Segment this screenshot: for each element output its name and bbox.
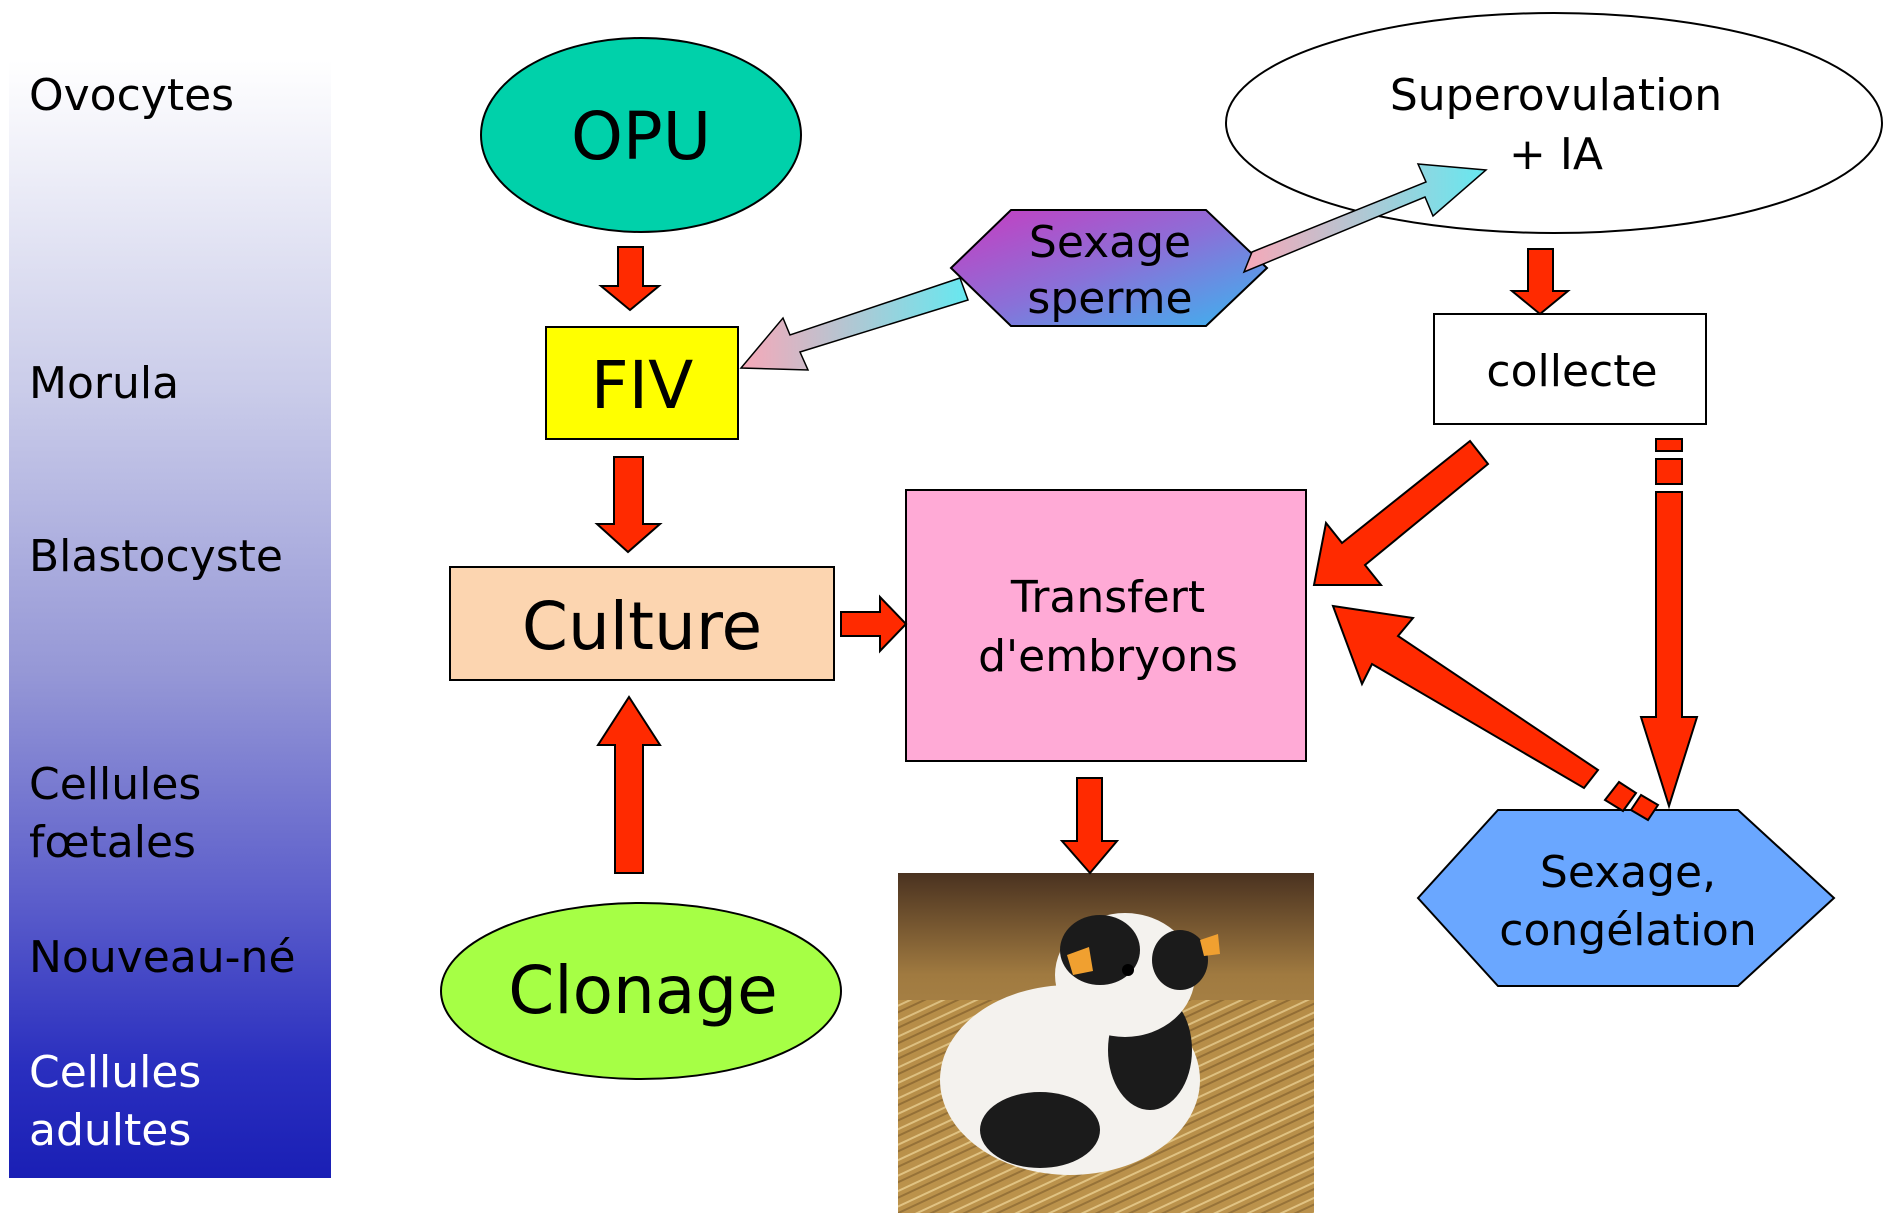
arrow-collecte-to-transfert <box>1312 439 1490 586</box>
sexage-congelation-hexagon <box>1416 809 1836 987</box>
superovulation-label-line2: + IA <box>1509 129 1603 180</box>
arrow-superovulation-to-collecte <box>1509 248 1571 316</box>
collecte-label: collecte <box>1486 346 1658 397</box>
sexage-sperme-label-line2: sperme <box>1027 273 1193 324</box>
arrow-fiv-to-culture <box>594 456 663 554</box>
sexage-congelation-label-line1: Sexage, <box>1539 847 1717 898</box>
stage-label-ovocytes: Ovocytes <box>29 70 235 121</box>
arrow-transfert-to-calf <box>1059 777 1120 875</box>
development-stage-scale <box>9 60 331 1178</box>
culture-box <box>449 566 835 681</box>
superovulation-ellipse <box>1225 12 1883 234</box>
stage-label-blastocyste: Blastocyste <box>29 531 283 582</box>
clonage-ellipse <box>440 902 842 1080</box>
transfert-label-line1: Transfert <box>1010 572 1206 623</box>
superovulation-label-line1: Superovulation <box>1389 70 1723 121</box>
stage-label-cellules-foetales: Cellules fœtales <box>29 759 202 868</box>
arrow-sexage-to-transfert-dashed <box>1331 604 1660 822</box>
collecte-box <box>1433 313 1707 425</box>
transfert-label-line2: d'embryons <box>978 631 1238 682</box>
opu-label: OPU <box>570 98 712 175</box>
arrow-collecte-to-sexage-dashed <box>1639 438 1699 810</box>
clonage-label: Clonage <box>508 952 778 1029</box>
sexage-sperme-label-line1: Sexage <box>1028 217 1192 268</box>
arrow-culture-to-transfert <box>840 594 908 654</box>
stage-label-nouveau-ne: Nouveau-né <box>29 932 296 983</box>
arrow-sperm-to-superovulation <box>1242 163 1488 274</box>
sexage-sperme-hexagon <box>949 209 1269 327</box>
arrow-opu-to-fiv <box>598 246 662 312</box>
fiv-label: FIV <box>590 347 694 424</box>
calf-photo <box>898 873 1314 1213</box>
arrow-clonage-to-culture <box>596 695 662 874</box>
stage-label-morula: Morula <box>29 358 180 409</box>
opu-ellipse <box>480 37 802 233</box>
culture-label: Culture <box>521 588 763 665</box>
stage-label-cellules-adultes: Cellules adultes <box>29 1047 202 1156</box>
sexage-congelation-label-line2: congélation <box>1499 905 1757 956</box>
arrow-sperm-to-fiv <box>739 277 969 371</box>
transfert-box <box>905 489 1307 762</box>
fiv-box <box>545 326 739 440</box>
